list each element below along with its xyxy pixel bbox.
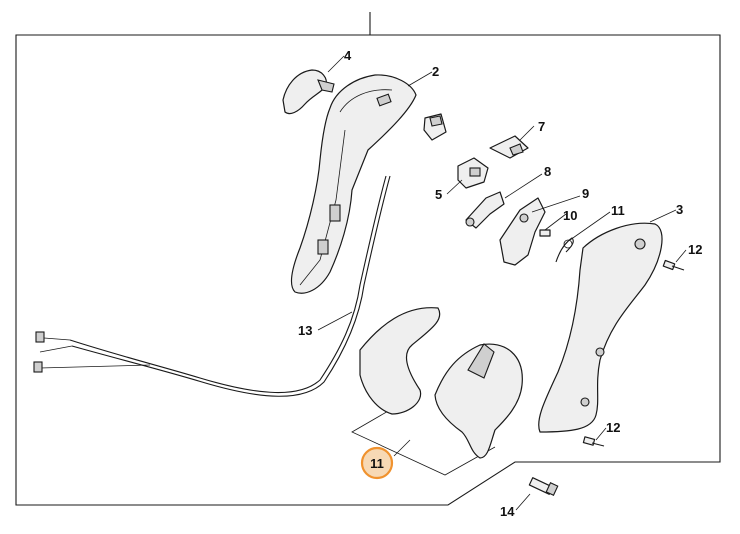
subgroup-frame-11 <box>351 409 496 476</box>
part-10-spring <box>555 237 574 263</box>
part-6-slider <box>489 135 529 159</box>
callout-3: 3 <box>676 202 683 217</box>
part-8-trigger <box>499 197 546 266</box>
part-switch-block <box>423 113 447 141</box>
callout-11-highlight[interactable]: 11 <box>360 446 394 480</box>
part-12-screw-bottom <box>582 436 605 447</box>
highlight-circle <box>360 446 394 480</box>
callout-13: 13 <box>298 323 312 338</box>
callout-9: 10 <box>563 208 577 223</box>
part-12-screw-top <box>662 259 685 271</box>
callout-7: 8 <box>544 164 551 179</box>
part-11-lower-shell <box>359 307 523 459</box>
callout-10: 11 <box>611 203 625 218</box>
part-3-side-cover <box>538 222 663 433</box>
part-5-clip <box>457 157 489 189</box>
callout-11: 11 <box>370 456 384 471</box>
callout-5: 5 <box>435 187 442 202</box>
part-13-bowden-cable <box>33 175 391 397</box>
callout-8: 9 <box>582 186 589 201</box>
callout-4: 4 <box>344 48 352 63</box>
callout-14: 14 <box>500 504 515 519</box>
part-9-pin <box>539 229 551 237</box>
callout-12-top: 12 <box>688 242 702 257</box>
part-14-screw <box>528 477 559 496</box>
part-7-lever <box>465 191 505 229</box>
part-2-handle-housing <box>290 74 417 294</box>
leader-lines <box>317 55 687 511</box>
assembly-frame <box>15 12 721 506</box>
part-4-cap <box>282 69 335 115</box>
callout-2: 2 <box>432 64 439 79</box>
callout-12-bottom: 12 <box>606 420 620 435</box>
callout-6: 7 <box>538 119 545 134</box>
